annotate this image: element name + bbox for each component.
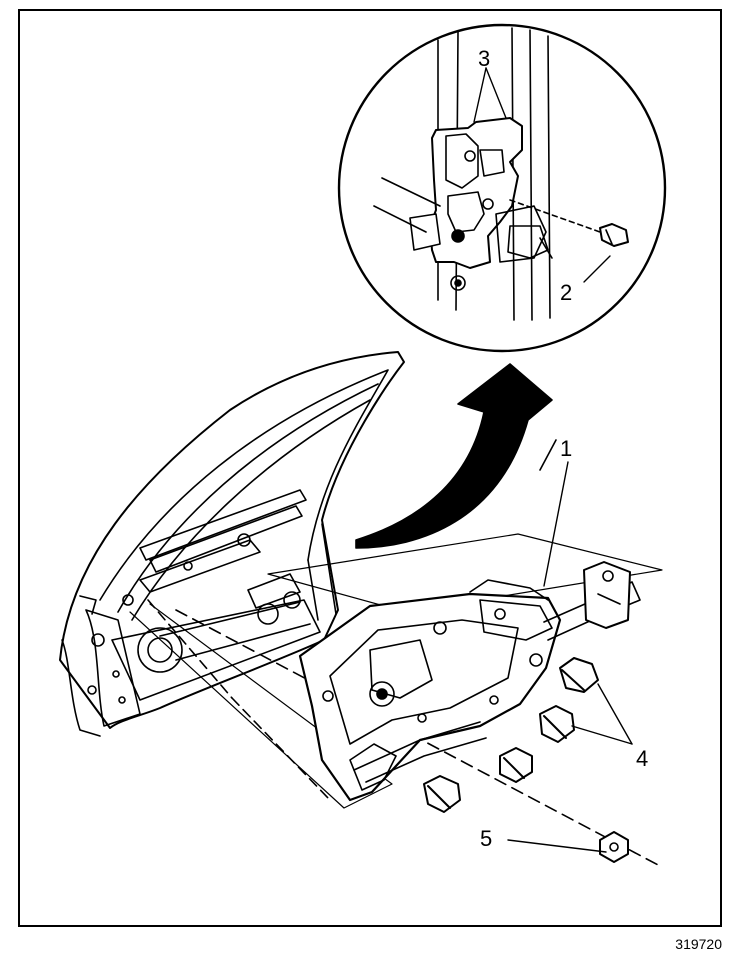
callout-5: 5 bbox=[480, 826, 493, 851]
callout-4: 4 bbox=[636, 746, 649, 771]
leader-lines bbox=[473, 67, 633, 853]
detail-inset bbox=[337, 23, 667, 353]
bolts bbox=[423, 657, 599, 813]
figure-number: 319720 bbox=[675, 936, 722, 952]
direction-arrow bbox=[355, 363, 553, 549]
latch-assembly bbox=[298, 561, 641, 802]
callout-2: 2 bbox=[560, 280, 573, 305]
illustration-frame bbox=[18, 9, 722, 927]
callout-3: 3 bbox=[478, 46, 491, 71]
detail-circle bbox=[337, 23, 667, 353]
callout-1: 1 bbox=[560, 436, 573, 461]
nut bbox=[599, 831, 629, 863]
door-outline bbox=[59, 351, 405, 737]
